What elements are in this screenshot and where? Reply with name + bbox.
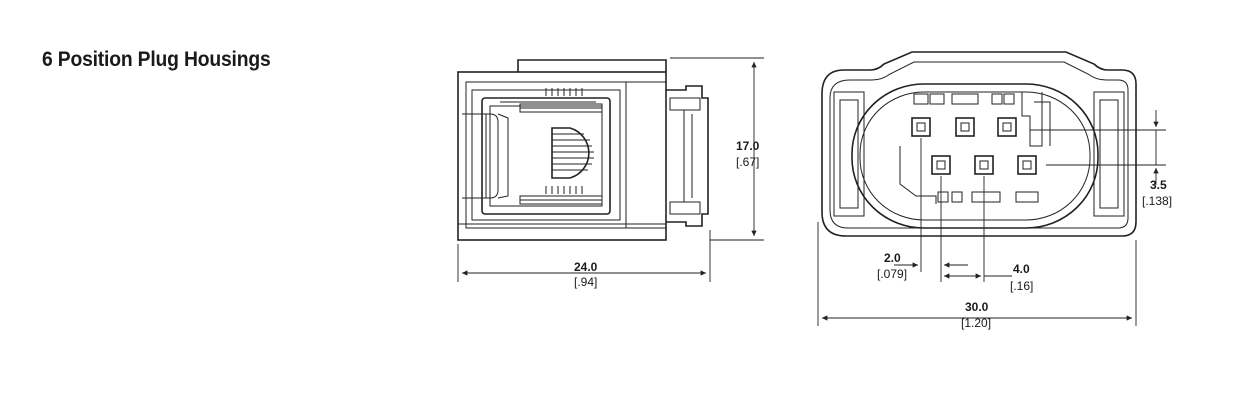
cavity [1017, 155, 1037, 175]
height-dim-mm: 17.0 [736, 139, 760, 153]
cavity [911, 117, 931, 137]
height-dim-in: [.67] [736, 155, 759, 169]
row-offset-dim-in: [.138] [1142, 194, 1172, 208]
cavity [974, 155, 994, 175]
side-width-dim-in: [.94] [574, 275, 597, 289]
side-view-latch-button [551, 127, 590, 179]
pitch-large-dim-mm: 4.0 [1013, 262, 1030, 276]
contact-cavities [911, 117, 1037, 175]
front-width-dim-in: [1.20] [961, 316, 991, 330]
side-view [457, 57, 764, 282]
row-offset-dim-mm: 3.5 [1150, 178, 1167, 192]
front-view-oval-face [851, 83, 1099, 229]
pitch-small-dim-in: [.079] [877, 267, 907, 281]
side-view-latch-frame [481, 97, 611, 215]
side-width-dim-mm: 24.0 [574, 260, 598, 274]
cavity [997, 117, 1017, 137]
cavity [931, 155, 951, 175]
side-view-nose [666, 85, 709, 227]
page-title: 6 Position Plug Housings [42, 48, 271, 71]
cavity [955, 117, 975, 137]
front-width-dim-mm: 30.0 [965, 300, 989, 314]
pitch-large-dim-in: [.16] [1010, 279, 1033, 293]
pitch-small-dim-mm: 2.0 [884, 251, 901, 265]
front-view [817, 51, 1166, 326]
front-view-housing-outline [821, 51, 1137, 237]
side-view-top-cap [517, 59, 667, 72]
